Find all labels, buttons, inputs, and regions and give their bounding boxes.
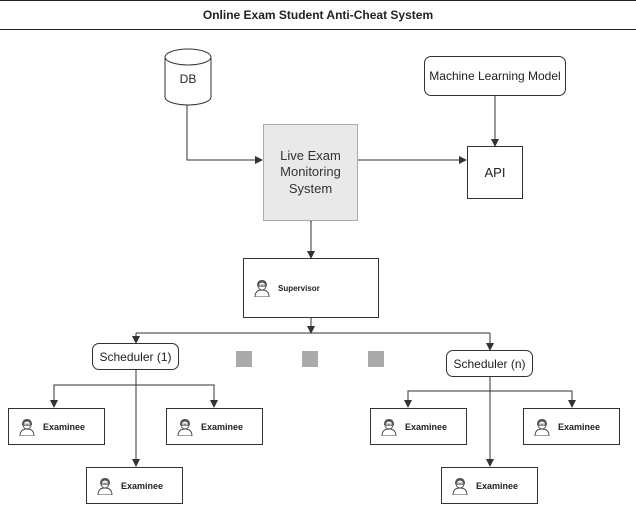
ellipsis-square-3	[368, 351, 384, 367]
edge-s1-left	[50, 370, 137, 408]
person-avatar-icon	[177, 418, 193, 436]
monitoring-label-line-3: System	[288, 180, 333, 196]
person-avatar-icon	[452, 477, 468, 495]
supervisor-label: Supervisor	[278, 283, 320, 293]
scheduler-1-box[interactable]: Scheduler (1)	[92, 343, 179, 370]
database-cylinder-icon	[164, 48, 212, 106]
person-avatar-icon	[97, 477, 113, 495]
edge-db-monitor	[183, 99, 263, 164]
examinee-box[interactable]: Examinee	[523, 408, 620, 445]
monitoring-label-line-1: Live Exam	[280, 148, 341, 164]
person-avatar-icon	[19, 418, 35, 436]
person-avatar-icon	[381, 418, 397, 436]
scheduler-n-box[interactable]: Scheduler (n)	[446, 350, 533, 377]
examinee-box[interactable]: Examinee	[370, 408, 467, 445]
examinee-box[interactable]: Examinee	[8, 408, 105, 445]
examinee-label: Examinee	[43, 421, 86, 432]
examinee-label: Examinee	[405, 421, 448, 432]
supervisor-box[interactable]: Supervisor	[243, 258, 379, 318]
examinee-box[interactable]: Examinee	[441, 467, 538, 504]
monitoring-system-box[interactable]: Live Exam Monitoring System	[263, 124, 358, 221]
examinee-label: Examinee	[201, 421, 244, 432]
examinee-label: Examinee	[558, 421, 601, 432]
ml-model-label: Machine Learning Model	[429, 69, 561, 83]
api-box[interactable]: API	[467, 146, 523, 199]
scheduler-n-label: Scheduler (n)	[453, 356, 526, 371]
person-avatar-icon	[534, 418, 550, 436]
edge-sn-left	[404, 377, 491, 408]
ellipsis-square-2	[302, 351, 318, 367]
ellipsis-square-1	[236, 351, 252, 367]
monitoring-label-line-2: Monitoring	[280, 164, 341, 180]
api-label: API	[484, 165, 506, 180]
scheduler-1-label: Scheduler (1)	[99, 349, 172, 364]
examinee-label: Examinee	[121, 480, 164, 491]
ml-model-box[interactable]: Machine Learning Model	[424, 56, 566, 96]
examinee-box[interactable]: Examinee	[166, 408, 263, 445]
edge-s1-right	[136, 384, 218, 408]
examinee-box[interactable]: Examinee	[86, 467, 183, 504]
person-avatar-icon	[254, 280, 270, 297]
db-label: DB	[179, 72, 197, 86]
edge-sn-right	[490, 390, 576, 408]
diagram-title: Online Exam Student Anti-Cheat System	[0, 0, 636, 30]
examinee-label: Examinee	[476, 480, 519, 491]
